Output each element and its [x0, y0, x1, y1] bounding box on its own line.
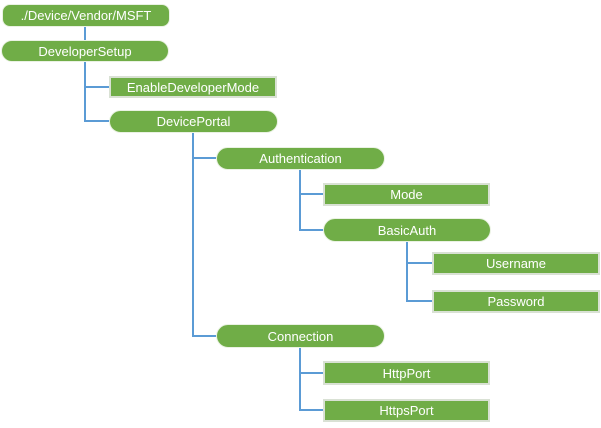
- connector-root-to-developersetup: [84, 27, 86, 41]
- connector-to-authentication: [192, 157, 217, 159]
- node-mode: Mode: [323, 183, 490, 206]
- node-enabledevelopermode: EnableDeveloperMode: [109, 76, 277, 98]
- connector-to-mode: [299, 193, 324, 195]
- node-connection: Connection: [216, 324, 385, 348]
- connector-authentication-trunk: [299, 170, 301, 231]
- connector-to-httpport: [299, 372, 324, 374]
- connector-connection-trunk: [299, 348, 301, 411]
- connector-to-deviceportal: [84, 120, 110, 122]
- connector-to-httpsport: [299, 409, 324, 411]
- connector-deviceportal-trunk: [192, 133, 194, 337]
- connector-to-basicauth: [299, 229, 324, 231]
- node-device-vendor-msft: ./Device/Vendor/MSFT: [2, 4, 170, 27]
- node-deviceportal: DevicePortal: [109, 110, 278, 133]
- node-developersetup: DeveloperSetup: [1, 40, 169, 62]
- connector-basicauth-trunk: [406, 242, 408, 302]
- node-password: Password: [432, 290, 600, 313]
- node-httpport: HttpPort: [323, 361, 490, 385]
- connector-to-username: [406, 262, 433, 264]
- connector-to-enabledevelopermode: [84, 86, 110, 88]
- connector-to-connection: [192, 335, 217, 337]
- node-username: Username: [432, 252, 600, 275]
- node-basicauth: BasicAuth: [323, 218, 491, 242]
- node-authentication: Authentication: [216, 147, 385, 170]
- connector-to-password: [406, 300, 433, 302]
- connector-developersetup-trunk: [84, 62, 86, 122]
- node-httpsport: HttpsPort: [323, 399, 490, 422]
